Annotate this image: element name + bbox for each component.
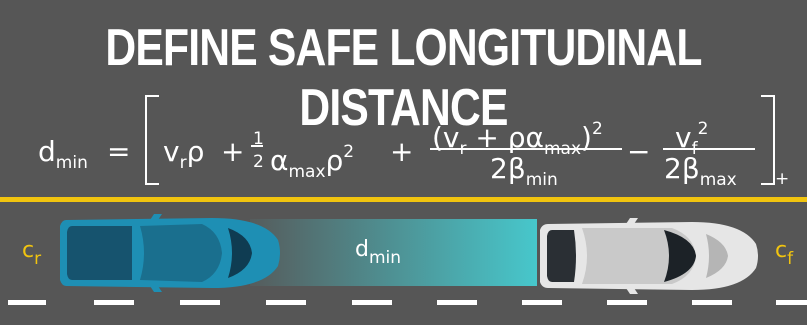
front-car-icon	[540, 218, 758, 294]
front-car-label: cf	[775, 238, 793, 269]
term-velocity-reaction: vrρ	[163, 138, 204, 177]
fraction1-exponent: 2	[591, 119, 603, 139]
road-dash	[692, 300, 732, 305]
road-dash	[8, 300, 46, 305]
lhs-subscript: min	[55, 153, 88, 173]
fraction1-denominator: 2βmin	[490, 155, 558, 194]
fraction1-line	[430, 148, 622, 150]
right-bracket	[761, 95, 775, 185]
fraction1-middle: + ρα	[466, 121, 544, 154]
fraction1-beta-subscript: min	[525, 170, 558, 190]
gap-label-subscript: min	[368, 248, 402, 268]
lhs-term: dmin	[38, 138, 88, 177]
equals-sign: =	[107, 135, 131, 168]
gap-label: dmin	[355, 237, 401, 268]
road-dash	[437, 300, 477, 305]
term2-alpha: α	[270, 144, 289, 177]
fraction1-close: )	[581, 121, 592, 154]
road-dash	[607, 300, 647, 305]
fraction2-v: v	[675, 121, 692, 154]
term1-rho: ρ	[186, 135, 205, 168]
rear-car-label: cr	[22, 238, 41, 269]
road-dash	[776, 300, 807, 305]
road-dash	[352, 300, 392, 305]
term2-exponent: 2	[343, 142, 355, 162]
road-dash	[180, 300, 220, 305]
positive-part-subscript: +	[775, 169, 790, 189]
term1-subscript: r	[179, 153, 187, 173]
rear-car-label-c: c	[22, 238, 35, 263]
left-bracket	[145, 95, 159, 185]
fraction1-open: (v	[432, 121, 460, 154]
gap-label-d: d	[355, 237, 369, 262]
fraction2-exponent: 2	[697, 119, 709, 139]
lhs-variable: d	[38, 135, 56, 168]
page-title: DEFINE SAFE LONGITUDINAL DISTANCE	[105, 19, 702, 137]
fraction2-beta: 2β	[664, 152, 700, 185]
lane-line	[0, 197, 807, 202]
half-fraction-line	[251, 145, 263, 147]
front-car-label-c: c	[775, 238, 788, 263]
rear-car-icon	[60, 214, 280, 292]
term-acceleration: αmaxρ2	[270, 138, 354, 186]
term2-subscript: max	[288, 162, 326, 182]
rear-car-label-subscript: r	[34, 249, 42, 269]
safe-distance-region	[250, 219, 537, 286]
half-denominator: 2	[253, 152, 264, 172]
minus-sign: −	[627, 135, 651, 168]
plus-sign-1: +	[221, 135, 245, 168]
plus-sign-2: +	[390, 135, 414, 168]
half-numerator: 1	[253, 129, 264, 149]
term1-v: v	[163, 135, 180, 168]
road-dash	[94, 300, 134, 305]
fraction2-denominator: 2βmax	[664, 155, 737, 194]
term2-rho: ρ	[325, 144, 344, 177]
road-dash	[266, 300, 306, 305]
distance-formula: dmin = vrρ + 1 2 αmaxρ2 + (vr + ραmax)2 …	[0, 95, 807, 190]
fraction2-line	[663, 148, 755, 150]
fraction1-beta: 2β	[490, 152, 526, 185]
road-dash	[522, 300, 562, 305]
fraction2-beta-subscript: max	[699, 170, 737, 190]
front-car-label-subscript: f	[787, 249, 794, 269]
